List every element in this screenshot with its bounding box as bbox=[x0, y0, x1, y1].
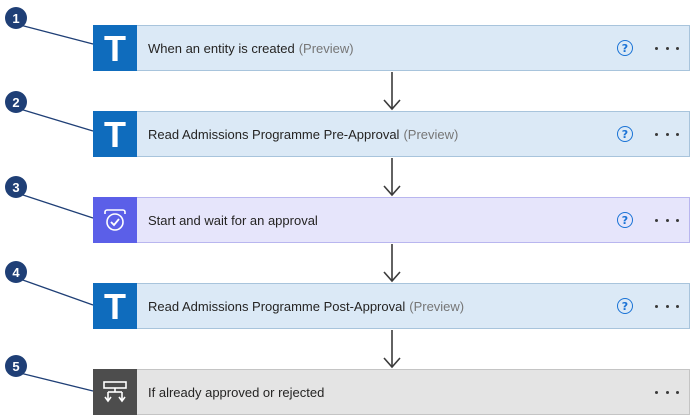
dataverse-t-icon: T bbox=[93, 25, 137, 71]
step-title: Read Admissions Programme Pre-Approval(P… bbox=[148, 126, 459, 142]
step-badge-1: 1 bbox=[5, 7, 27, 29]
arrow-down-icon bbox=[383, 158, 401, 197]
step-title: When an entity is created(Preview) bbox=[148, 40, 354, 56]
more-options-icon[interactable] bbox=[655, 211, 679, 229]
dataverse-t-icon: T bbox=[93, 283, 137, 329]
step-title: Read Admissions Programme Post-Approval(… bbox=[148, 298, 465, 314]
step-title: Start and wait for an approval bbox=[148, 212, 318, 228]
step-badge-2: 2 bbox=[5, 91, 27, 113]
dataverse-t-icon: T bbox=[93, 111, 137, 157]
more-options-icon[interactable] bbox=[655, 39, 679, 57]
arrow-down-icon bbox=[383, 330, 401, 369]
more-options-icon[interactable] bbox=[655, 383, 679, 401]
arrow-down-icon bbox=[383, 244, 401, 283]
step-card-condition[interactable]: If already approved or rejected bbox=[93, 369, 690, 415]
step-card-approval[interactable]: Start and wait for an approval ? bbox=[93, 197, 690, 243]
step-badge-3: 3 bbox=[5, 176, 27, 198]
step-badge-5: 5 bbox=[5, 355, 27, 377]
help-icon[interactable]: ? bbox=[617, 212, 633, 228]
step-title: If already approved or rejected bbox=[148, 384, 325, 400]
help-icon[interactable]: ? bbox=[617, 298, 633, 314]
more-options-icon[interactable] bbox=[655, 125, 679, 143]
step-card-trigger[interactable]: T When an entity is created(Preview) ? bbox=[93, 25, 690, 71]
help-icon[interactable]: ? bbox=[617, 126, 633, 142]
condition-icon bbox=[93, 369, 137, 415]
step-card-read-pre-approval[interactable]: T Read Admissions Programme Pre-Approval… bbox=[93, 111, 690, 157]
step-badge-4: 4 bbox=[5, 261, 27, 283]
arrow-down-icon bbox=[383, 72, 401, 111]
more-options-icon[interactable] bbox=[655, 297, 679, 315]
step-card-read-post-approval[interactable]: T Read Admissions Programme Post-Approva… bbox=[93, 283, 690, 329]
approval-icon bbox=[93, 197, 137, 243]
help-icon[interactable]: ? bbox=[617, 40, 633, 56]
